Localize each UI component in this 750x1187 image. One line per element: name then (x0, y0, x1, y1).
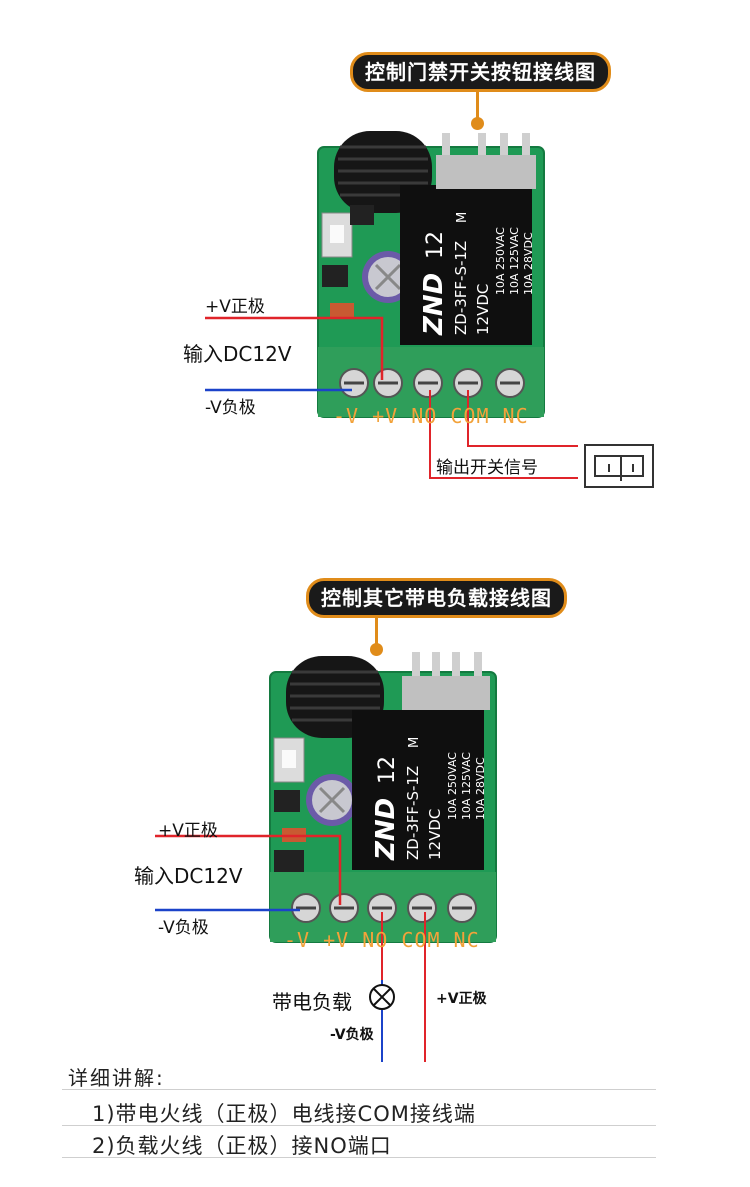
svg-text:10A 125VAC: 10A 125VAC (460, 752, 473, 820)
load-neg-label: -V负极 (330, 1027, 374, 1043)
wires (205, 316, 578, 479)
svg-text:10A 28VDC: 10A 28VDC (522, 232, 535, 295)
svg-text:ZND: ZND (371, 798, 401, 861)
load-lamp-icon (369, 984, 395, 1010)
wire-no (429, 390, 578, 479)
wire-positive (205, 316, 384, 380)
svg-text:M: M (407, 737, 422, 748)
terminal-labels: -V +V NO COM NC (284, 928, 480, 952)
wiring-diagram-powered-load: 控制其它带电负载接线图 ZND 12 ZD-3FF- (0, 560, 750, 1062)
output-label: 输出开关信号 (436, 458, 538, 478)
svg-text:10A 28VDC: 10A 28VDC (474, 757, 487, 820)
title-pointer (370, 618, 383, 656)
section-title: 控制门禁开关按钮接线图 (350, 52, 611, 92)
title-pointer (471, 92, 484, 130)
svg-text:12: 12 (423, 231, 448, 259)
svg-text:12: 12 (375, 756, 400, 784)
svg-text:10A 125VAC: 10A 125VAC (508, 227, 521, 295)
relay: ZND 12 ZD-3FF-S-1Z 12VDC M 10A 250VAC 10… (352, 710, 487, 870)
notes-title: 详细讲解: (68, 1066, 165, 1090)
receiver-module-board: ZND 12 ZD-3FF-S-1Z 12VDC M 10A 250VAC 10… (317, 131, 545, 418)
svg-text:10A 250VAC: 10A 250VAC (446, 752, 459, 820)
pos-label: +V正极 (205, 297, 265, 317)
svg-text:ZD-3FF-S-1Z: ZD-3FF-S-1Z (452, 241, 470, 335)
neg-label: -V负极 (158, 918, 209, 938)
load-pos-label: +V正极 (436, 991, 487, 1007)
svg-text:M: M (455, 212, 470, 223)
note-item-2: 2)负载火线（正极）接NO端口 (92, 1134, 392, 1158)
svg-text:12VDC: 12VDC (426, 809, 444, 860)
relay: ZND 12 ZD-3FF-S-1Z 12VDC M 10A 250VAC 10… (400, 185, 535, 345)
svg-text:ZD-3FF-S-1Z: ZD-3FF-S-1Z (404, 766, 422, 860)
pos-label: +V正极 (158, 821, 218, 841)
svg-text:10A 250VAC: 10A 250VAC (494, 227, 507, 295)
input-label: 输入DC12V (134, 864, 243, 888)
led (330, 303, 354, 317)
wiring-diagram-door-switch: 控制门禁开关按钮接线图 (0, 0, 750, 520)
svg-text:ZND: ZND (419, 273, 449, 336)
wires (155, 834, 426, 1062)
neg-label: -V负极 (205, 398, 256, 418)
input-label: 输入DC12V (183, 342, 292, 366)
terminal-labels: -V +V NO COM NC (333, 404, 529, 428)
section-title: 控制其它带电负载接线图 (306, 578, 567, 618)
switch-icon (584, 444, 654, 488)
note-item-1: 1)带电火线（正极）电线接COM接线端 (92, 1102, 476, 1126)
capacitor (306, 774, 358, 826)
svg-text:12VDC: 12VDC (474, 284, 492, 335)
wire-com (467, 390, 578, 447)
wire-positive (155, 834, 342, 905)
load-label: 带电负载 (272, 990, 352, 1014)
